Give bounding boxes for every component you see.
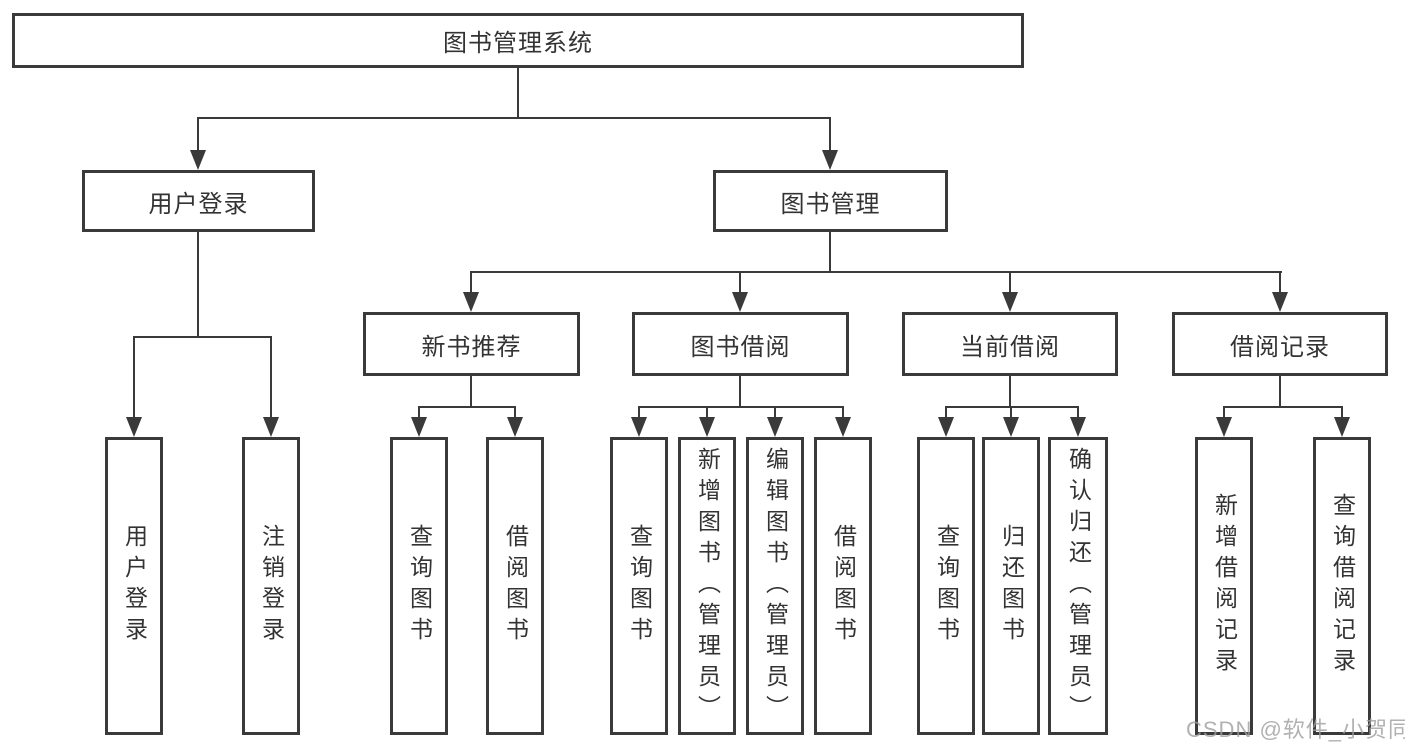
connector-hbar [945,406,1079,408]
connector-drop [133,336,135,419]
node-leaf-borrow-books-recommend-label: 借阅图书 [502,524,529,648]
arrow-down-icon [1002,292,1018,312]
connector-drop [1279,271,1281,294]
connector-root-stem [517,68,519,119]
node-leaf-query-books-recommend: 查询图书 [390,437,448,735]
arrow-down-icon [190,150,206,170]
connector-drop [514,406,516,419]
node-leaf-add-book-admin-label: 新增图书（管理员） [694,446,721,726]
connector-hbar [1223,406,1343,408]
connector-drop [1223,406,1225,419]
node-current-borrow-label: 当前借阅 [960,333,1060,361]
connector-drop [842,406,844,419]
node-leaf-query-books-current: 查询图书 [917,437,975,735]
node-leaf-user-login-label: 用户登录 [121,524,148,648]
node-leaf-edit-book-admin: 编辑图书（管理员） [746,437,804,735]
node-leaf-borrow-books-recommend: 借阅图书 [486,437,544,735]
arrow-down-icon [938,417,954,437]
arrow-down-icon [732,292,748,312]
arrow-down-icon [411,417,427,437]
connector-drop [1010,406,1012,419]
arrow-down-icon [1334,417,1350,437]
arrow-down-icon [822,150,838,170]
node-current-borrow: 当前借阅 [902,312,1118,376]
node-leaf-query-borrow-record-label: 查询借阅记录 [1329,493,1356,679]
node-leaf-query-books-borrow: 查询图书 [610,437,668,735]
arrow-down-icon [126,417,142,437]
node-leaf-return-books: 归还图书 [982,437,1040,735]
node-book-borrow: 图书借阅 [632,312,849,376]
node-user-login: 用户登录 [82,170,315,232]
connector-root-hbar [197,117,831,119]
node-borrow-records-label: 借阅记录 [1230,333,1330,361]
arrow-down-icon [631,417,647,437]
node-root-label: 图书管理系统 [443,30,593,57]
connector-drop [739,271,741,294]
arrow-down-icon [835,417,851,437]
connector-drop [1077,406,1079,419]
connector-userlogin-hbar [133,336,272,338]
arrow-down-icon [1216,417,1232,437]
node-leaf-query-books-borrow-label: 查询图书 [626,524,653,648]
node-book-management: 图书管理 [713,170,948,232]
arrow-down-icon [263,417,279,437]
node-leaf-add-borrow-record-label: 新增借阅记录 [1211,493,1238,679]
node-leaf-logout-label: 注销登录 [258,524,285,648]
node-leaf-confirm-return-admin: 确认归还（管理员） [1048,437,1108,735]
node-leaf-query-books-recommend-label: 查询图书 [406,524,433,648]
node-leaf-logout: 注销登录 [242,437,300,735]
connector-drop [1341,406,1343,419]
node-borrow-records: 借阅记录 [1172,312,1388,376]
node-leaf-return-books-label: 归还图书 [998,524,1025,648]
arrow-down-icon [767,417,783,437]
connector-drop [1009,271,1011,294]
node-leaf-borrow-books: 借阅图书 [814,437,872,735]
node-leaf-query-borrow-record: 查询借阅记录 [1313,437,1371,735]
connector-drop [638,406,640,419]
arrow-down-icon [1272,292,1288,312]
arrow-down-icon [1070,417,1086,437]
node-new-book-recommend-label: 新书推荐 [421,333,522,361]
connector-drop [945,406,947,419]
connector-bookmgmt-hbar [470,271,1282,273]
connector-stem [1009,376,1011,408]
connector-drop-user-login [197,117,199,152]
connector-drop [774,406,776,419]
node-book-borrow-label: 图书借阅 [690,333,791,361]
node-leaf-add-borrow-record: 新增借阅记录 [1195,437,1253,735]
node-leaf-query-books-current-label: 查询图书 [933,524,960,648]
connector-drop-book-mgmt [829,117,831,152]
connector-drop [418,406,420,419]
connector-stem [1279,376,1281,408]
node-leaf-borrow-books-label: 借阅图书 [830,524,857,648]
connector-userlogin-stem [197,232,199,337]
connector-stem [470,376,472,408]
node-leaf-edit-book-admin-label: 编辑图书（管理员） [762,446,789,726]
connector-hbar [418,406,516,408]
connector-hbar [638,406,844,408]
arrow-down-icon [699,417,715,437]
node-root: 图书管理系统 [12,13,1024,68]
arrow-down-icon [507,417,523,437]
connector-drop [470,271,472,294]
arrow-down-icon [1003,417,1019,437]
csdn-watermark: CSDN @软件_小贺同学 [1186,717,1405,742]
connector-drop [270,336,272,419]
arrow-down-icon [463,292,479,312]
node-leaf-add-book-admin: 新增图书（管理员） [678,437,736,735]
connector-stem [739,376,741,408]
connector-bookmgmt-stem [829,232,831,273]
connector-drop [706,406,708,419]
node-leaf-user-login: 用户登录 [105,437,163,735]
node-user-login-label: 用户登录 [148,190,249,218]
node-book-management-label: 图书管理 [780,190,881,218]
node-new-book-recommend: 新书推荐 [363,312,580,376]
node-leaf-confirm-return-admin-label: 确认归还（管理员） [1065,446,1092,726]
